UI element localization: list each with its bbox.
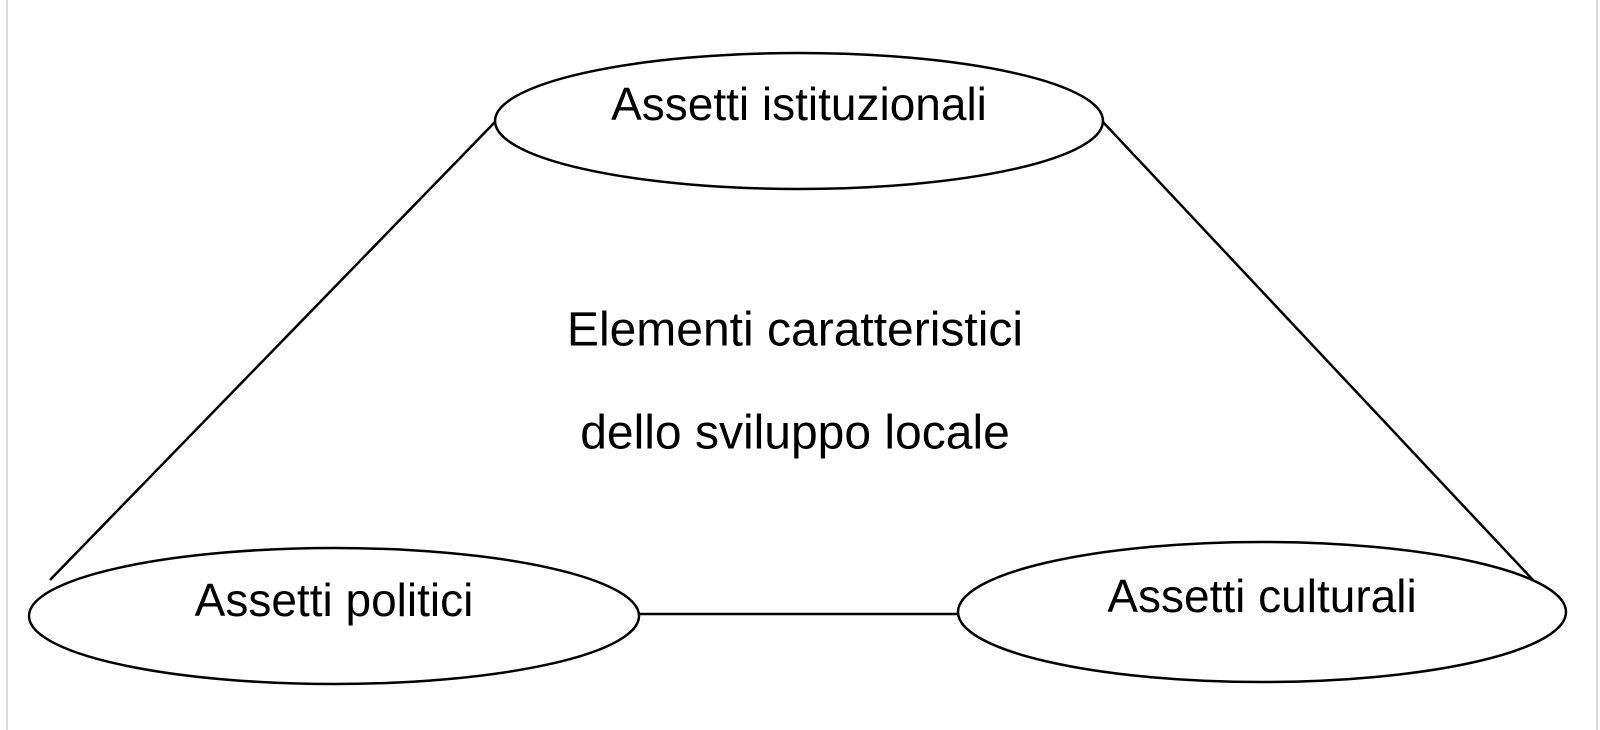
center-label-line2: dello sviluppo locale xyxy=(580,407,1010,460)
node-left-ellipse xyxy=(27,546,641,686)
node-left-label: Assetti politici xyxy=(195,574,474,626)
node-right: Assetti culturali xyxy=(956,540,1568,684)
node-right-ellipse xyxy=(956,540,1568,684)
center-label-line1: Elementi caratteristici xyxy=(567,304,1023,357)
node-top-ellipse xyxy=(493,51,1105,191)
node-left: Assetti politici xyxy=(27,546,641,686)
node-top-label: Assetti istituzionali xyxy=(611,78,987,130)
node-right-label: Assetti culturali xyxy=(1107,570,1416,622)
node-top: Assetti istituzionali xyxy=(493,51,1105,191)
connector-top-right xyxy=(1102,121,1534,581)
connector-top-left xyxy=(49,121,496,581)
